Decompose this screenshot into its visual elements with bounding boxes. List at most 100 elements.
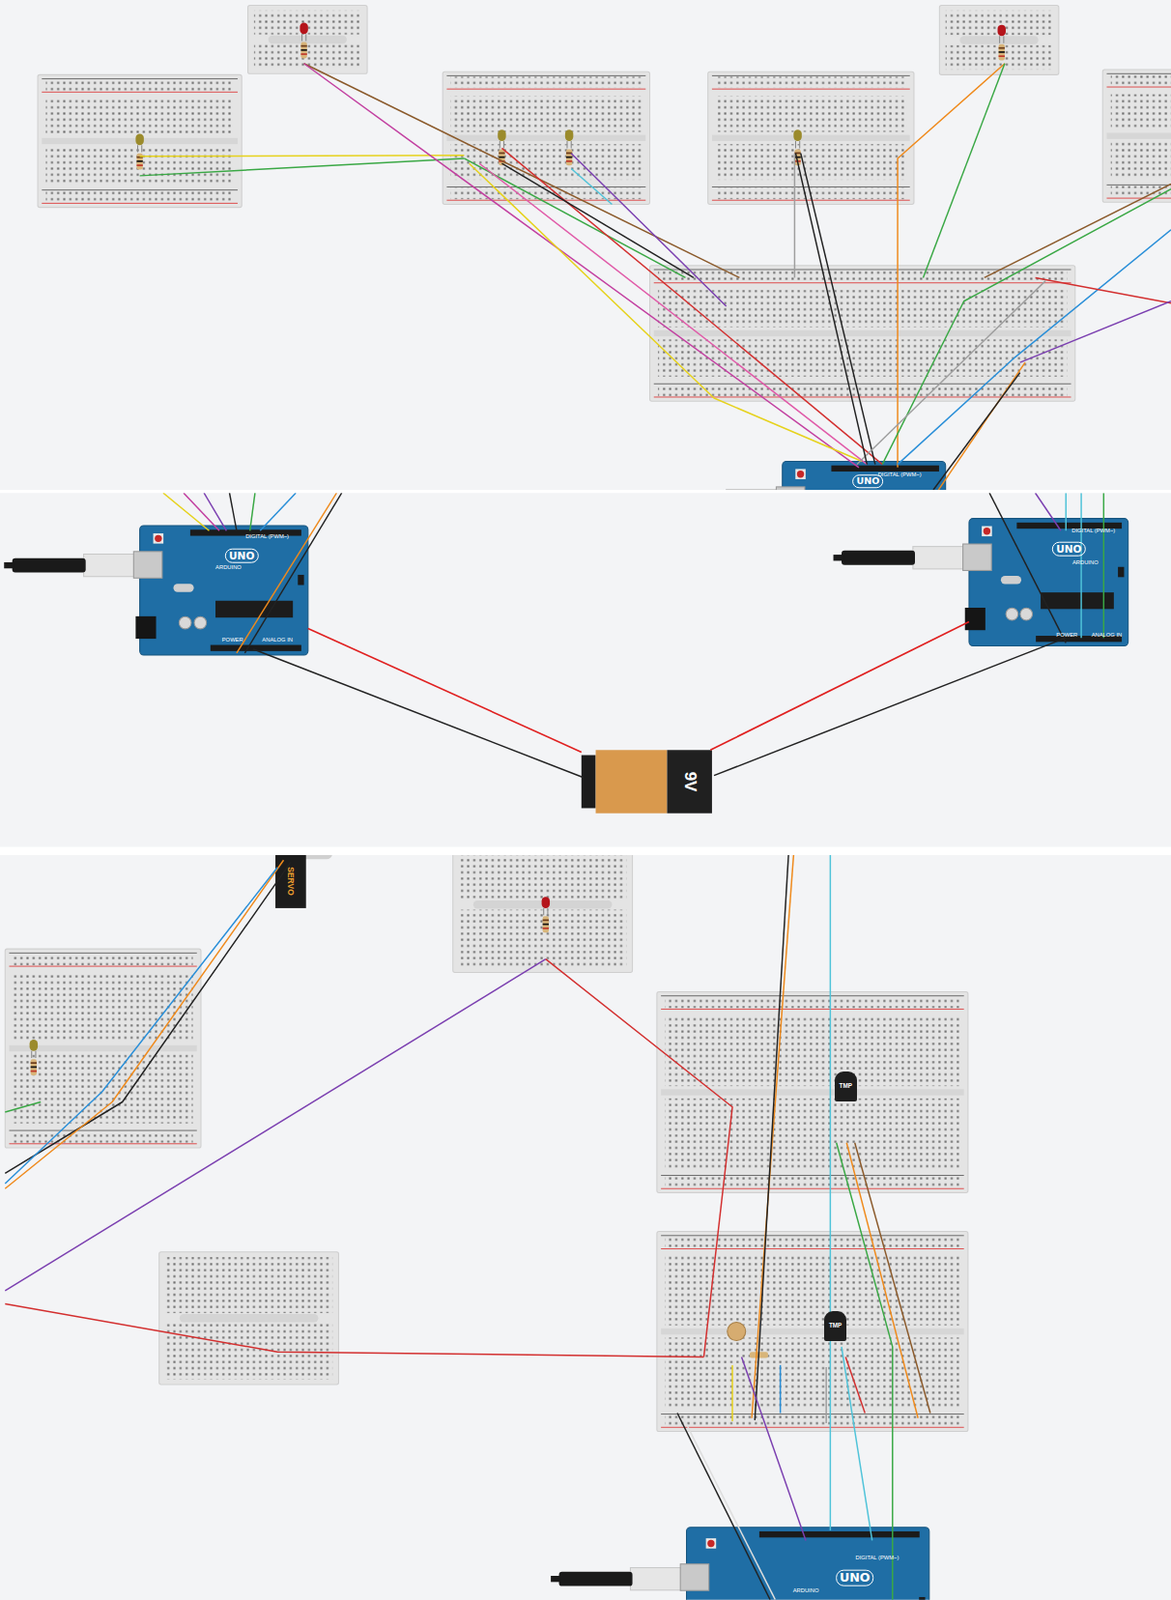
board-print: POWER: [222, 637, 244, 644]
led-body: [299, 23, 308, 35]
power-wire: [308, 628, 582, 752]
rail-line: [654, 269, 1072, 271]
wire: [897, 63, 1005, 468]
reset-button: [154, 535, 162, 543]
rail-line: [41, 189, 238, 191]
breadboard-body: [1102, 69, 1171, 202]
battery-terminal: [581, 755, 597, 809]
arduino-board: [3, 525, 309, 656]
hole-grid: [715, 96, 906, 133]
resistor-band: [498, 152, 505, 155]
wire: [4, 1102, 41, 1114]
groove: [179, 1313, 319, 1322]
icsp-header: [918, 1597, 925, 1600]
capacitor: [1020, 607, 1033, 621]
wire: [183, 492, 220, 531]
rail-line: [654, 396, 1072, 398]
usb-port: [680, 1564, 710, 1591]
board-print: ANALOG IN: [261, 637, 293, 644]
resistor-band: [999, 51, 1005, 54]
rail-line: [9, 952, 198, 954]
hole-grid: [451, 76, 642, 88]
part-label: TMP: [828, 1322, 842, 1329]
wire: [841, 1346, 873, 1542]
rail-line: [1106, 198, 1171, 200]
wire: [829, 855, 831, 1531]
wire: [683, 1418, 775, 1600]
board-print: DIGITAL (PWM~): [245, 534, 289, 541]
reset-button: [706, 1538, 717, 1549]
board-print: ARDUINO: [215, 565, 242, 572]
panel: [3, 492, 1128, 814]
part-label: TMP: [839, 1083, 853, 1089]
usb-plug: [12, 558, 86, 573]
hole-grid: [664, 1236, 960, 1249]
power-jack: [965, 607, 986, 630]
icsp-header: [1117, 567, 1124, 578]
led-leg: [1002, 35, 1004, 43]
rail-line: [446, 186, 646, 188]
led-leg: [30, 1051, 32, 1058]
usb-port: [963, 543, 993, 571]
reset-button: [797, 470, 804, 478]
breadboard-body: [650, 265, 1076, 401]
led: [998, 25, 1006, 44]
hole-grid: [715, 76, 906, 88]
hole-grid: [715, 143, 906, 180]
panel: [4, 855, 969, 1600]
battery-body: [596, 749, 668, 813]
resistor-band: [300, 49, 307, 52]
breadboard-body: [939, 5, 1059, 76]
resistor-band: [566, 156, 572, 159]
led-body: [793, 129, 801, 142]
wire: [4, 867, 278, 1184]
led-body: [135, 134, 143, 146]
wire: [731, 1365, 733, 1422]
wire: [800, 153, 876, 465]
groove: [660, 1088, 965, 1095]
groove: [446, 135, 646, 142]
rail-line: [654, 383, 1072, 385]
usb-plug: [559, 1571, 633, 1587]
rail-line: [712, 186, 911, 188]
resistor-body: [498, 148, 505, 166]
rail-line: [660, 995, 965, 997]
wire: [1035, 492, 1061, 531]
resistor: [566, 148, 572, 166]
resistor-band: [136, 160, 143, 163]
rail-line: [9, 1130, 198, 1132]
board: [782, 460, 946, 490]
rail-line: [660, 1188, 965, 1190]
led: [299, 23, 308, 42]
wire: [203, 492, 227, 531]
wire: [677, 1413, 771, 1600]
rail-line: [1106, 86, 1171, 88]
breadboard-body: [453, 855, 633, 972]
board-print: DIGITAL (PWM~): [1071, 528, 1115, 535]
wire: [1103, 492, 1105, 638]
part-label: 9V: [681, 771, 698, 792]
battery-9v: 9V: [581, 749, 713, 813]
breadboard: [708, 71, 914, 204]
wire: [938, 362, 1026, 490]
led-leg: [799, 141, 800, 148]
part-label: SERVO: [286, 866, 295, 895]
breadboard-body: [4, 948, 201, 1148]
wire: [4, 959, 546, 1291]
rail-line: [446, 75, 646, 77]
hole-grid: [451, 96, 642, 133]
rail-line: [41, 91, 238, 93]
capacitor: [1005, 607, 1019, 621]
usb-cable: [726, 489, 778, 491]
led-leg: [566, 141, 568, 148]
wire: [1035, 277, 1171, 303]
wire: [933, 372, 1021, 490]
resistor: [30, 1058, 37, 1076]
wire: [1065, 492, 1067, 531]
wire: [501, 147, 883, 464]
chip: [1040, 592, 1114, 609]
wire: [825, 1367, 827, 1424]
